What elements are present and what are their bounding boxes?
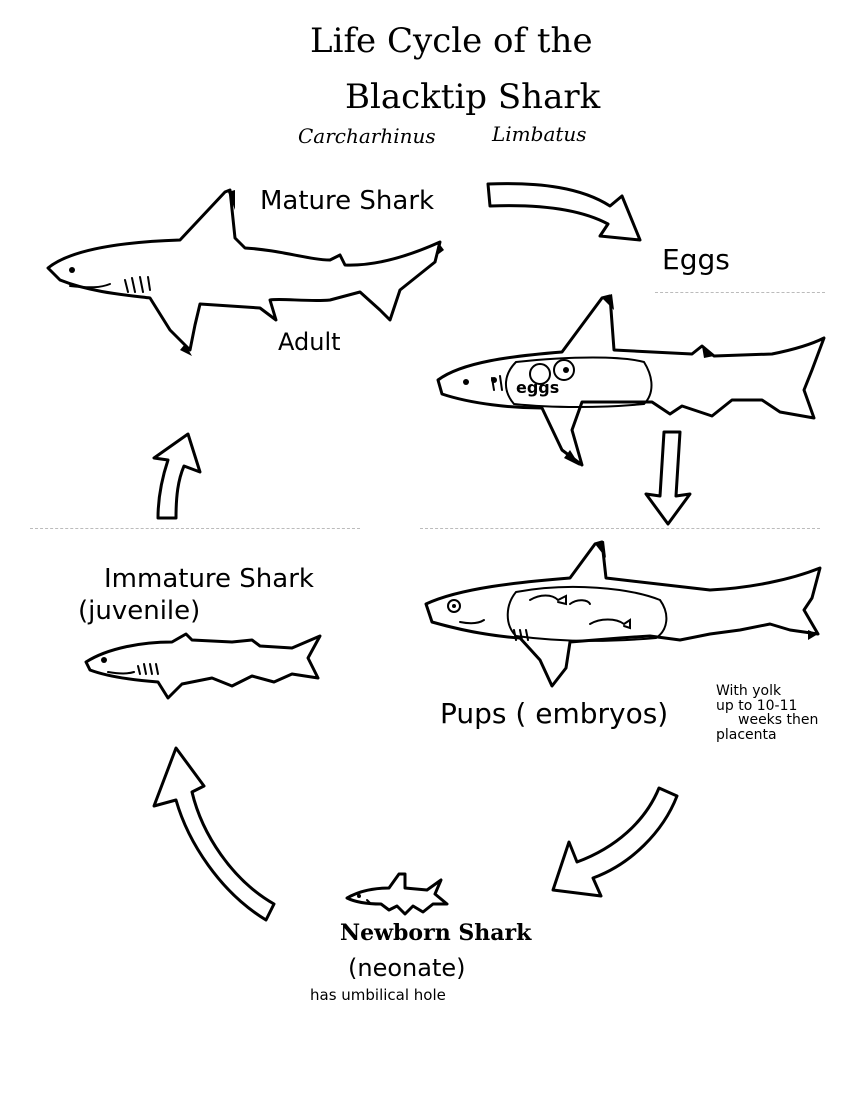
cycle-arrow-icon xyxy=(644,430,692,526)
cycle-arrow-icon xyxy=(152,432,202,520)
mature-shark-label: Mature Shark xyxy=(260,186,435,216)
newborn-shark-icon xyxy=(345,872,449,916)
scan-line xyxy=(655,292,825,293)
cycle-arrow-icon xyxy=(551,786,679,898)
pups-note: With yolk up to 10-11 weeks then placent… xyxy=(716,684,836,743)
eggs-label: Eggs xyxy=(662,243,730,276)
pups-label: Pups ( embryos) xyxy=(440,697,669,730)
scientific-name-genus: Carcharhinus xyxy=(298,124,436,148)
cycle-arrow-icon xyxy=(152,746,276,922)
pregnant-shark-pups-icon xyxy=(424,540,822,688)
pups-note-line: weeks then xyxy=(738,712,819,729)
immature-shark-label: Immature Shark xyxy=(104,564,314,594)
cycle-arrow-icon xyxy=(486,182,642,242)
pups-note-line: With yolk xyxy=(716,683,782,699)
page-title-line2: Blacktip Shark xyxy=(345,77,601,117)
eggs-inner-label: eggs xyxy=(516,378,560,397)
page-title-line1: Life Cycle of the xyxy=(310,21,593,61)
scan-line xyxy=(30,528,360,529)
scan-line xyxy=(420,528,820,529)
mature-shark-icon xyxy=(46,188,444,356)
pups-note-line: placenta xyxy=(716,727,777,744)
pregnant-shark-eggs-icon xyxy=(436,294,826,467)
adult-label: Adult xyxy=(278,328,341,356)
neonate-label: (neonate) xyxy=(348,954,466,982)
pups-note-line: up to 10-11 xyxy=(716,697,798,714)
juvenile-label: (juvenile) xyxy=(78,596,201,626)
newborn-note: has umbilical hole xyxy=(310,986,446,1004)
juvenile-shark-icon xyxy=(84,632,322,700)
scientific-name-species: Limbatus xyxy=(492,122,587,146)
newborn-shark-label: Newborn Shark xyxy=(340,920,532,946)
